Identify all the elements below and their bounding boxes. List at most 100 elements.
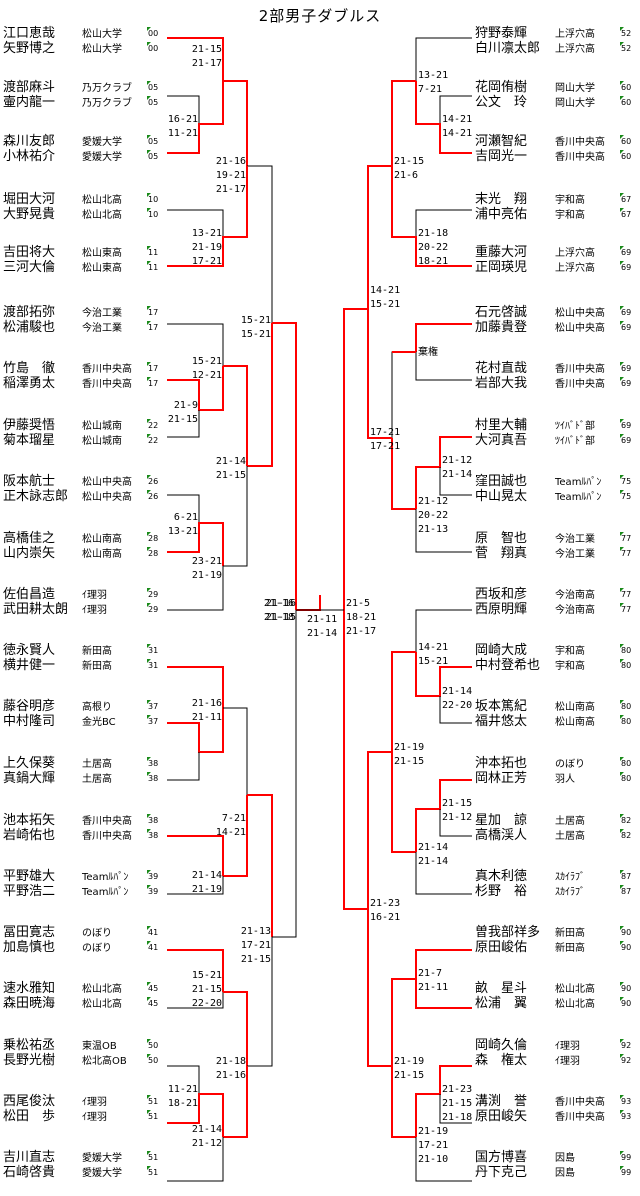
team-name: 宇和高 xyxy=(555,210,585,221)
seed-number: 28 xyxy=(146,546,158,561)
seed-number: 00 xyxy=(146,26,158,41)
bracket-line xyxy=(167,323,224,366)
match-score: 21-19 xyxy=(191,242,222,253)
player-name: 石元啓誠 xyxy=(475,305,528,320)
team-name: 松山南高 xyxy=(82,534,122,545)
team-name: Teamﾙﾊﾟﾝ xyxy=(82,887,129,898)
match-score: 21-16 xyxy=(215,1070,246,1081)
player-name: 杉野 裕 xyxy=(475,884,528,899)
team-name: 松山南高 xyxy=(555,717,595,728)
bracket-line xyxy=(439,467,472,496)
team-name: 宇和高 xyxy=(555,646,585,657)
bracket-line xyxy=(167,876,224,895)
seed-number: 52 xyxy=(619,41,631,56)
bracket-line xyxy=(247,937,273,1067)
player-name: 岡崎久倫 xyxy=(475,1038,528,1053)
team-name: 上浮穴高 xyxy=(555,44,595,55)
match-score: 21-14 xyxy=(191,870,222,881)
match-score: 21-11 xyxy=(191,712,222,723)
team-name: 東温OB xyxy=(82,1041,117,1052)
match-score: 21-15 xyxy=(240,954,271,965)
bracket-line xyxy=(167,209,224,237)
team-name: 松山中央高 xyxy=(555,308,605,319)
bracket-line xyxy=(367,909,392,1067)
seed-number: 99 xyxy=(619,1165,631,1180)
player-name: 吉岡光一 xyxy=(475,149,528,164)
seed-number: 90 xyxy=(619,940,631,955)
bracket-line xyxy=(167,752,200,781)
seed-number: 45 xyxy=(146,981,158,996)
match-score: 18-21 xyxy=(418,256,449,267)
match-score: 21-14 xyxy=(191,1124,222,1135)
player-name: 松浦 翼 xyxy=(475,996,528,1011)
match-score: 21-18 xyxy=(215,1056,246,1067)
player-name: 原田峻矢 xyxy=(475,1109,528,1124)
bracket-line xyxy=(415,949,472,979)
player-name: 加島慎也 xyxy=(3,940,56,955)
player-name: 上久保葵 xyxy=(3,756,56,771)
seed-number: 99 xyxy=(619,1150,631,1165)
seed-number: 77 xyxy=(619,531,631,546)
player-name: 石崎啓貴 xyxy=(3,1165,56,1180)
seed-number: 77 xyxy=(619,546,631,561)
seed-number: 92 xyxy=(619,1038,631,1053)
bracket-line xyxy=(167,1137,224,1182)
player-name: 池本拓矢 xyxy=(3,813,56,828)
match-score: 21-14 xyxy=(418,856,449,867)
player-name: 平野浩二 xyxy=(3,884,56,899)
seed-number: 82 xyxy=(619,813,631,828)
seed-number: 10 xyxy=(146,192,158,207)
player-name: 藤谷明彦 xyxy=(3,699,56,714)
bracket-line xyxy=(367,309,392,439)
bracket-line xyxy=(391,351,472,438)
team-name: 松山城南 xyxy=(82,421,122,432)
team-name: のぼり xyxy=(82,928,112,939)
match-score: 16-21 xyxy=(370,912,401,923)
player-name: 西坂和彦 xyxy=(475,587,528,602)
player-name: 江口恵哉 xyxy=(3,26,56,41)
match-score: 21-15 xyxy=(394,156,425,167)
player-name: 竹島 徹 xyxy=(3,361,56,376)
match-score: 15-21 xyxy=(370,299,401,310)
match-score: 21-16 xyxy=(265,598,296,609)
team-name: 今治工業 xyxy=(555,549,595,560)
match-score: 19-21 xyxy=(215,170,246,181)
bracket-line xyxy=(415,1137,472,1182)
team-name: 松山北高 xyxy=(82,195,122,206)
player-name: 花岡侑樹 xyxy=(475,80,528,95)
bracket-line xyxy=(167,37,224,81)
match-score: 15-21 xyxy=(418,656,449,667)
player-name: 松浦駿也 xyxy=(3,320,56,335)
seed-number: 51 xyxy=(146,1109,158,1124)
match-score: 13-21 xyxy=(418,70,449,81)
match-score: 21-15 xyxy=(215,470,246,481)
final-score: 21-14 xyxy=(307,628,338,639)
bracket-line xyxy=(223,365,248,466)
team-name: 香川中央高 xyxy=(555,137,605,148)
bracket-line xyxy=(223,80,248,166)
seed-number: 11 xyxy=(146,260,158,275)
team-name: ｽｶｲﾗﾌﾞ xyxy=(555,887,585,898)
player-name: 森 権太 xyxy=(475,1053,528,1068)
seed-number: 67 xyxy=(619,192,631,207)
match-score: 21-19 xyxy=(394,1056,425,1067)
bracket-line xyxy=(223,707,248,795)
player-name: 乗松祐丞 xyxy=(3,1038,56,1053)
bracket-line xyxy=(391,651,416,752)
match-score: 21-15 xyxy=(442,1098,473,1109)
team-name: 今治工業 xyxy=(82,323,122,334)
player-name: 真鍋大輝 xyxy=(3,771,56,786)
seed-number: 69 xyxy=(619,433,631,448)
player-name: 吉田将大 xyxy=(3,245,56,260)
seed-number: 80 xyxy=(619,699,631,714)
match-score: 11-21 xyxy=(167,128,198,139)
seed-number: 80 xyxy=(619,643,631,658)
player-name: 曽我部祥多 xyxy=(475,925,541,940)
seed-number: 37 xyxy=(146,699,158,714)
team-name: 今治南高 xyxy=(555,605,595,616)
seed-number: 77 xyxy=(619,602,631,617)
team-name: ｲ理羽 xyxy=(82,605,107,616)
player-name: 西尾俊汰 xyxy=(3,1094,56,1109)
team-name: 香川中央高 xyxy=(82,816,132,827)
match-score: 23-21 xyxy=(191,556,222,567)
